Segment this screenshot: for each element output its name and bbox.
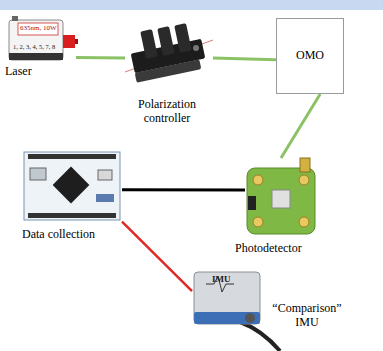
connector bbox=[76, 56, 125, 59]
imu-device bbox=[194, 272, 280, 351]
node-text: OMO bbox=[277, 19, 343, 93]
device-label: Data collection bbox=[22, 228, 95, 242]
data-collection-board bbox=[24, 152, 120, 220]
polarization-controller-device bbox=[125, 23, 213, 83]
device-label: “Comparison” IMU bbox=[270, 302, 344, 330]
connector bbox=[122, 188, 245, 191]
device-label: Polarization controller bbox=[129, 98, 205, 126]
device-label: Photodetector bbox=[235, 242, 302, 256]
node-text: 1, 2, 3, 4, 5, 7, 8 bbox=[13, 43, 55, 50]
device-node: Data collection bbox=[22, 148, 122, 224]
connector bbox=[213, 58, 276, 60]
top-band bbox=[0, 0, 383, 10]
process-box: OMO bbox=[276, 18, 344, 94]
connector bbox=[281, 94, 320, 158]
device-node: IMU“Comparison” IMU bbox=[192, 268, 264, 334]
photodetector-board bbox=[247, 158, 315, 234]
laser-device bbox=[9, 16, 78, 60]
connector bbox=[122, 222, 192, 291]
node-text: 635nm, 10W bbox=[20, 24, 57, 32]
device-label: Laser bbox=[5, 65, 32, 79]
node-text: IMU bbox=[212, 274, 231, 284]
device-node: Polarization controller bbox=[125, 22, 213, 94]
device-node: 635nm, 10W1, 2, 3, 4, 5, 7, 8Laser bbox=[8, 18, 76, 62]
device-node: Photodetector bbox=[245, 158, 317, 238]
